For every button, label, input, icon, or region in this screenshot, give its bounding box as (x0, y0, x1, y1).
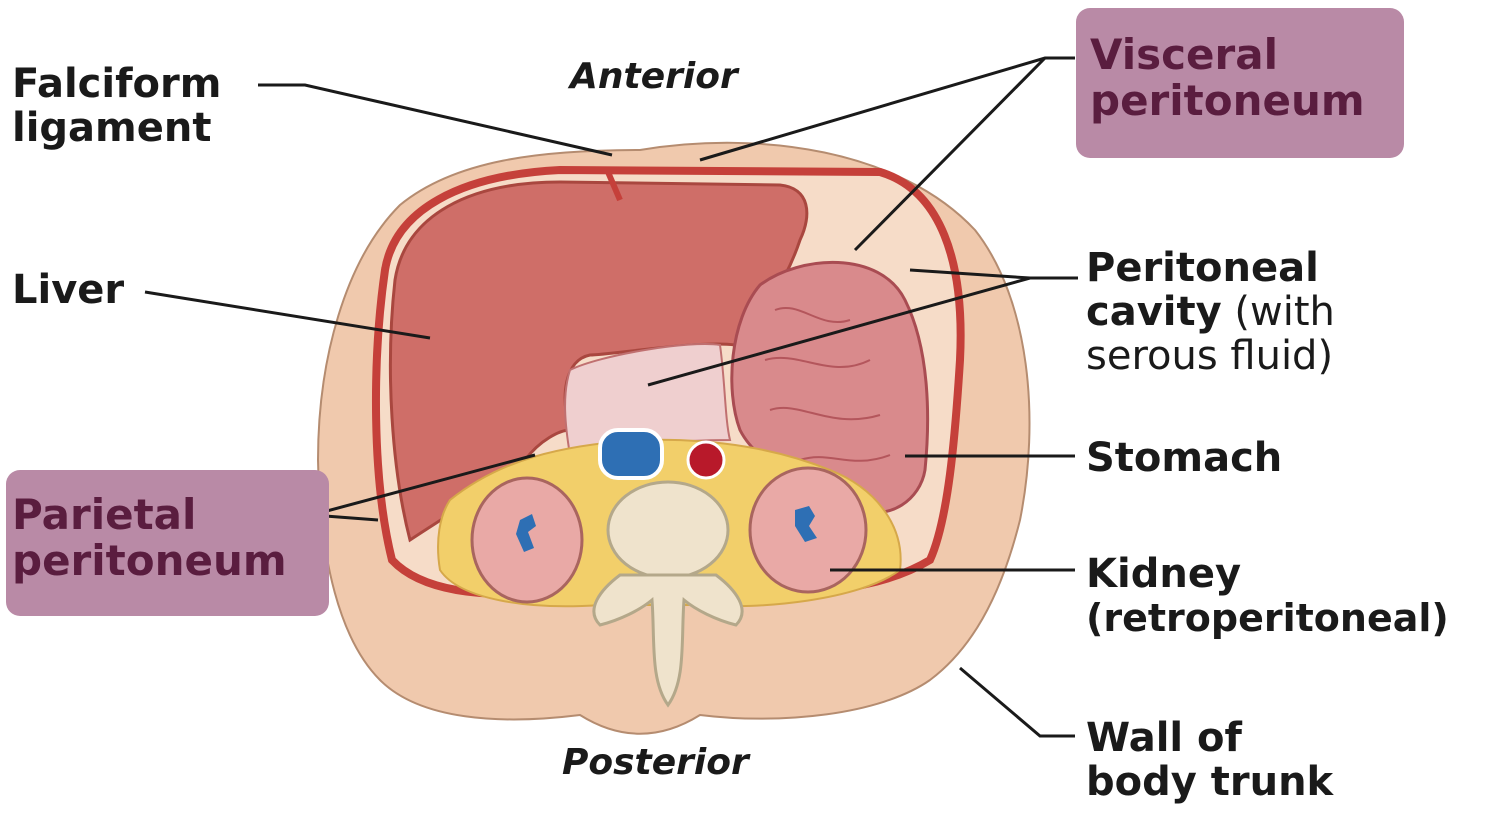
falciform-line-2: ligament (12, 106, 221, 150)
peritoneal-cavity-label: Peritoneal cavity (with serous fluid) (1086, 246, 1335, 378)
visceral-peritoneum-box: Visceral peritoneum (1076, 8, 1404, 158)
falciform-line-1: Falciform (12, 62, 221, 106)
wall-label: Wall of body trunk (1086, 716, 1333, 804)
leader-falciform (258, 85, 612, 155)
kidney-line-1: Kidney (1086, 552, 1449, 596)
cavity-word: cavity (1086, 289, 1222, 335)
parietal-line-1: Parietal (12, 492, 196, 538)
cavity-with: (with (1222, 289, 1335, 335)
cavity-line-1: Peritoneal (1086, 246, 1335, 290)
posterior-label: Posterior (562, 742, 749, 783)
wall-line-2: body trunk (1086, 760, 1333, 804)
cavity-line-2: cavity (with (1086, 290, 1335, 334)
kidney-label: Kidney (retroperitoneal) (1086, 552, 1449, 640)
inferior-vena-cava (600, 430, 662, 478)
stomach-label: Stomach (1086, 436, 1282, 480)
parietal-line-2: peritoneum (12, 538, 287, 584)
anterior-label: Anterior (570, 56, 738, 97)
parietal-peritoneum-box: Parietal peritoneum (6, 470, 329, 616)
liver-label: Liver (12, 268, 124, 312)
visceral-line-1: Visceral (1090, 32, 1278, 78)
leader-visceral-1 (700, 58, 1075, 160)
vertebral-body (608, 482, 728, 578)
leader-wall (960, 668, 1075, 736)
kidney-line-2: (retroperitoneal) (1086, 596, 1449, 640)
cavity-line-3: serous fluid) (1086, 334, 1335, 378)
wall-line-1: Wall of (1086, 716, 1333, 760)
falciform-label: Falciform ligament (12, 62, 221, 150)
aorta (688, 442, 724, 478)
visceral-line-2: peritoneum (1090, 78, 1365, 124)
